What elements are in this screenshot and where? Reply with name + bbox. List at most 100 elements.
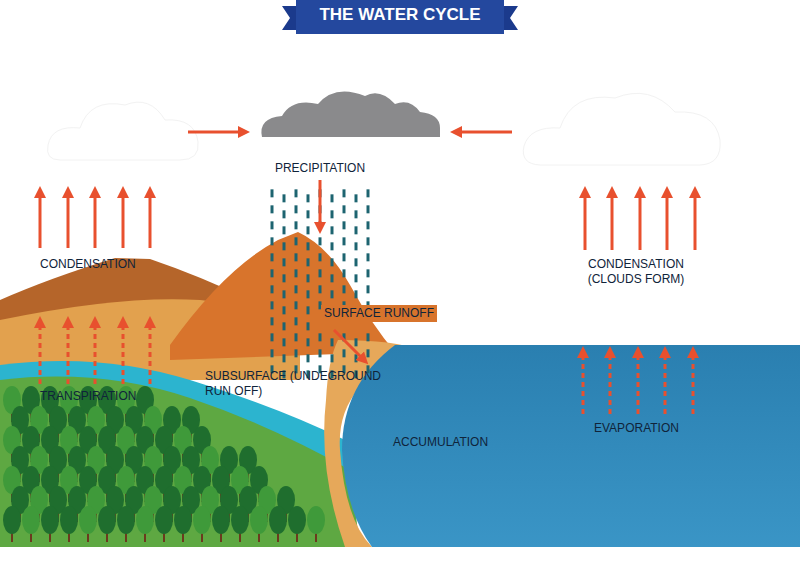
tree-crown	[269, 506, 287, 534]
rain-drop	[355, 210, 358, 218]
rain-drop	[271, 221, 274, 229]
rain-cloud	[261, 92, 440, 138]
rain-drop	[331, 290, 334, 298]
rain-drop	[271, 189, 274, 197]
tree	[193, 506, 211, 542]
rain-drop	[283, 338, 286, 346]
tree-crown	[79, 506, 97, 534]
process-arrow	[456, 131, 512, 134]
process-label: EVAPORATION	[594, 421, 679, 436]
rain-drop	[307, 354, 310, 362]
tree	[60, 506, 78, 542]
rain-drop	[271, 285, 274, 293]
rain-drop	[271, 333, 274, 341]
rain-drop	[343, 285, 346, 293]
tree	[307, 506, 325, 542]
rain-drop	[295, 269, 298, 277]
rain-drop	[283, 194, 286, 202]
rain-drop	[295, 349, 298, 357]
rain-drop	[271, 205, 274, 213]
tree-crown	[117, 506, 135, 534]
tree-crown	[22, 506, 40, 534]
tree-crown	[212, 506, 230, 534]
tree	[79, 506, 97, 542]
process-arrow	[39, 192, 42, 248]
process-arrow	[334, 330, 364, 360]
rain-drop	[295, 333, 298, 341]
rain-drop	[355, 226, 358, 234]
process-arrow	[149, 322, 152, 384]
rain-drop	[319, 253, 322, 261]
process-arrow	[122, 192, 125, 248]
process-label: TRANSPIRATION	[40, 389, 136, 404]
rain-drop	[355, 258, 358, 266]
tree	[41, 506, 59, 542]
process-arrow	[94, 192, 97, 248]
rain-drop	[343, 189, 346, 197]
rain-drop	[355, 338, 358, 346]
process-arrow	[692, 352, 695, 414]
rain-drop	[331, 210, 334, 218]
tree-crown	[41, 506, 59, 534]
rain-drop	[295, 221, 298, 229]
rain-drop	[307, 242, 310, 250]
rain-drop	[307, 258, 310, 266]
process-label: CONDENSATION (CLOUDS FORM)	[575, 257, 697, 287]
rain-drop	[355, 242, 358, 250]
rain-drop	[355, 290, 358, 298]
rain-drop	[307, 290, 310, 298]
rain-drop	[331, 354, 334, 362]
rain-drop	[307, 322, 310, 330]
process-arrow	[639, 192, 642, 250]
rain-drop	[367, 253, 370, 261]
rain-drop	[295, 189, 298, 197]
tree-crown	[174, 506, 192, 534]
rain-drop	[283, 322, 286, 330]
tree	[3, 506, 21, 542]
rain-drop	[331, 274, 334, 282]
title-banner	[296, 0, 504, 34]
rain-drop	[331, 226, 334, 234]
process-arrow	[609, 352, 612, 414]
process-arrow	[67, 322, 70, 384]
rain-drop	[331, 242, 334, 250]
forest	[3, 386, 325, 542]
tree	[22, 506, 40, 542]
process-arrow	[67, 192, 70, 248]
process-arrow	[611, 192, 614, 250]
process-arrow	[319, 180, 322, 228]
tree-crown	[193, 506, 211, 534]
process-arrow	[637, 352, 640, 414]
rain-drop	[355, 354, 358, 362]
process-label: SURFACE RUNOFF	[321, 305, 437, 322]
rain-drop	[367, 221, 370, 229]
rain-drop	[367, 237, 370, 245]
rain-drop	[343, 221, 346, 229]
process-arrow	[149, 192, 152, 248]
rain-drop	[343, 237, 346, 245]
rain-drop	[283, 242, 286, 250]
rain-drop	[283, 306, 286, 314]
rain-drop	[367, 349, 370, 357]
diagram-title: THE WATER CYCLE	[300, 4, 500, 26]
rain-drop	[355, 194, 358, 202]
white-cloud	[523, 93, 720, 165]
rain-drop	[307, 274, 310, 282]
rain-drop	[367, 269, 370, 277]
process-arrow	[666, 192, 669, 250]
rain-drop	[271, 253, 274, 261]
rain-drop	[355, 274, 358, 282]
process-arrow	[94, 322, 97, 384]
rain-drop	[307, 306, 310, 314]
rain-drop	[319, 269, 322, 277]
rain-drop	[343, 349, 346, 357]
tree	[250, 506, 268, 542]
tree-crown	[231, 506, 249, 534]
process-label: CONDENSATION	[40, 257, 136, 272]
rain-drop	[295, 285, 298, 293]
rain-drop	[271, 269, 274, 277]
rain-drop	[295, 301, 298, 309]
rain-drop	[319, 333, 322, 341]
